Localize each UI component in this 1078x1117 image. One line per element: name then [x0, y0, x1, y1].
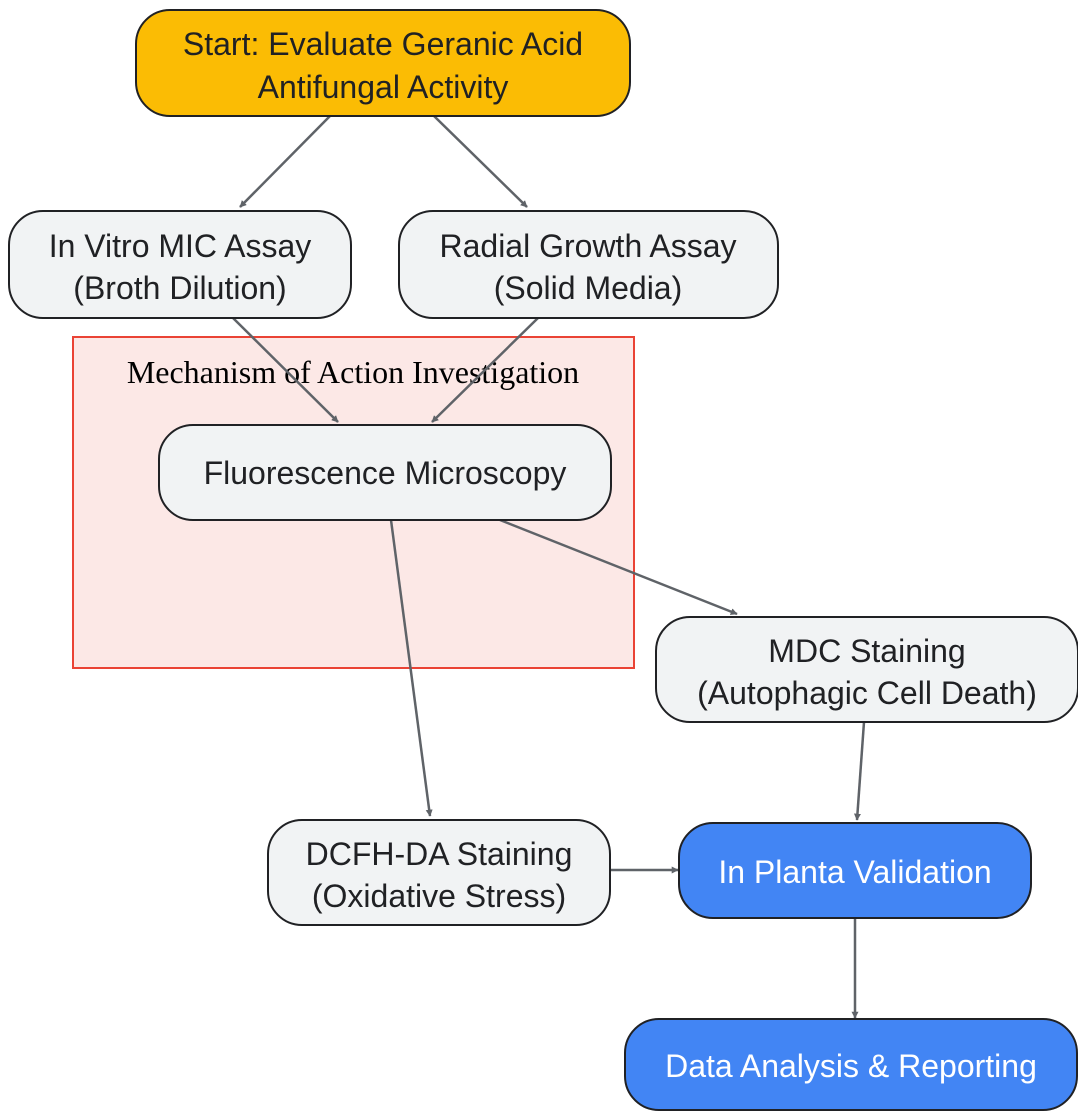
edge-start-to-mic: [239, 115, 331, 208]
node-planta-label: In Planta Validation: [718, 854, 991, 890]
nodes: Start: Evaluate Geranic Acid Antifungal …: [8, 9, 1078, 1111]
node-dcfh-label-line1: DCFH-DA Staining: [306, 836, 573, 872]
edge-fluor-to-mdc: [499, 518, 738, 616]
node-report: Data Analysis & Reporting: [624, 1018, 1078, 1111]
node-fluor-box: [158, 424, 612, 521]
node-mic-label-line2: (Broth Dilution): [73, 270, 286, 306]
edge-mic-to-fluor: [232, 317, 339, 423]
node-start-box: [135, 9, 631, 117]
node-dcfh-box: [267, 819, 611, 926]
node-planta-box: [678, 822, 1032, 919]
node-mic-box: [8, 210, 352, 319]
node-dcfh-label-line2: (Oxidative Stress): [312, 878, 566, 914]
node-mic-label-line1: In Vitro MIC Assay: [49, 228, 312, 264]
node-fluor-label: Fluorescence Microscopy: [204, 455, 567, 491]
node-mdc-label-line1: MDC Staining: [768, 633, 965, 669]
node-report-label: Data Analysis & Reporting: [665, 1048, 1037, 1084]
node-radial: Radial Growth Assay (Solid Media): [398, 210, 779, 319]
node-fluorescence-microscopy: Fluorescence Microscopy: [158, 424, 612, 521]
node-dcfh: DCFH-DA Staining (Oxidative Stress): [267, 819, 611, 926]
edge-start-to-radial: [433, 115, 528, 208]
edge-mdc-to-planta: [853, 721, 866, 821]
node-mdc-box: [655, 616, 1078, 723]
node-radial-label-line1: Radial Growth Assay: [439, 228, 736, 264]
node-report-box: [624, 1018, 1078, 1111]
cluster-label: Mechanism of Action Investigation: [127, 354, 579, 390]
node-start: Start: Evaluate Geranic Acid Antifungal …: [135, 9, 631, 117]
node-mdc-label-line2: (Autophagic Cell Death): [697, 675, 1037, 711]
edge-fluor-to-dcfh: [389, 519, 433, 817]
node-radial-label-line2: (Solid Media): [494, 270, 683, 306]
node-start-label-line2: Antifungal Activity: [258, 69, 509, 105]
edge-radial-to-fluor: [431, 317, 539, 423]
node-start-label-line1: Start: Evaluate Geranic Acid: [183, 26, 583, 62]
edges: [232, 115, 866, 1019]
node-mic: In Vitro MIC Assay (Broth Dilution): [8, 210, 352, 319]
node-radial-box: [398, 210, 779, 319]
node-mdc: MDC Staining (Autophagic Cell Death): [655, 616, 1078, 723]
node-in-planta: In Planta Validation: [678, 822, 1032, 919]
